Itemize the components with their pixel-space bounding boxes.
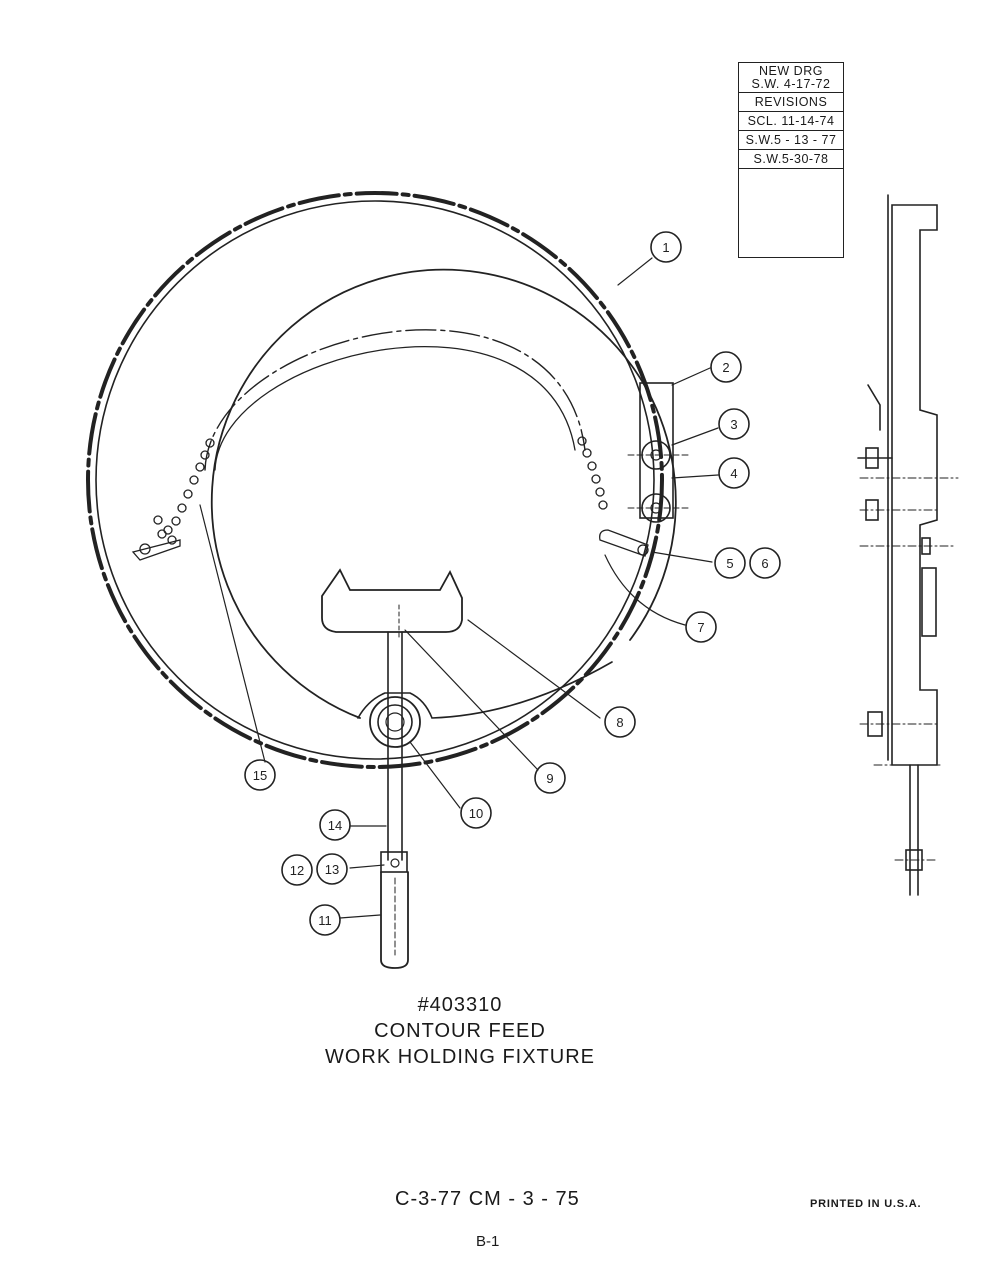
revision-blank — [739, 169, 843, 257]
leader-lines — [199, 257, 719, 919]
callout-12: 12 — [290, 863, 304, 878]
new-drg-label: NEW DRG — [759, 64, 823, 78]
right-chain — [577, 436, 649, 557]
callout-10: 10 — [469, 806, 483, 821]
work-rest — [321, 568, 463, 633]
title-line-1: CONTOUR FEED — [374, 1020, 546, 1042]
callout-11: 11 — [318, 913, 332, 928]
chain-guide-arc — [204, 329, 586, 471]
callout-1: 1 — [662, 240, 669, 255]
revisions-table: NEW DRG S.W. 4-17-72 REVISIONS SCL. 11-1… — [738, 62, 844, 258]
plate-notch — [357, 661, 613, 719]
revisions-header: REVISIONS — [739, 93, 843, 112]
callout-15: 15 — [253, 768, 267, 783]
callout-3: 3 — [730, 417, 737, 432]
bracket — [639, 382, 674, 519]
printed-in-usa: PRINTED IN U.S.A. — [810, 1198, 922, 1210]
callout-9: 9 — [546, 771, 553, 786]
revision-entry: S.W.5-30-78 — [739, 150, 843, 169]
callout-13: 13 — [325, 862, 339, 877]
callout-numbers: 1 2 3 4 5 6 7 8 9 10 11 12 13 14 15 — [253, 240, 769, 928]
callout-14: 14 — [328, 818, 342, 833]
hub-outer — [369, 696, 421, 748]
new-drg-date: S.W. 4-17-72 — [751, 77, 831, 91]
side-view — [857, 194, 959, 896]
callout-6: 6 — [761, 556, 768, 571]
page-id: B-1 — [476, 1233, 500, 1250]
callout-7: 7 — [697, 620, 704, 635]
callout-circles — [244, 231, 781, 936]
callout-5: 5 — [726, 556, 733, 571]
outer-ring-inner-line — [95, 200, 655, 760]
title-line-2: WORK HOLDING FIXTURE — [324, 1046, 595, 1068]
new-drg-cell: NEW DRG S.W. 4-17-72 — [739, 63, 843, 93]
revision-entry: S.W.5 - 13 - 77 — [739, 131, 843, 150]
callout-4: 4 — [730, 466, 737, 481]
chain-guide-arc-inner — [214, 345, 576, 471]
callout-2: 2 — [722, 360, 729, 375]
left-chain — [131, 438, 215, 561]
clamp-block — [380, 851, 408, 873]
revision-entry: SCL. 11-14-74 — [739, 112, 843, 131]
drawing-number: C-3-77 CM - 3 - 75 — [395, 1188, 580, 1210]
title-block: #403310 CONTOUR FEED WORK HOLDING FIXTUR… — [300, 992, 620, 1070]
outer-ring — [86, 191, 664, 769]
handle — [380, 871, 409, 969]
part-number: #403310 — [417, 994, 503, 1016]
callout-8: 8 — [616, 715, 623, 730]
